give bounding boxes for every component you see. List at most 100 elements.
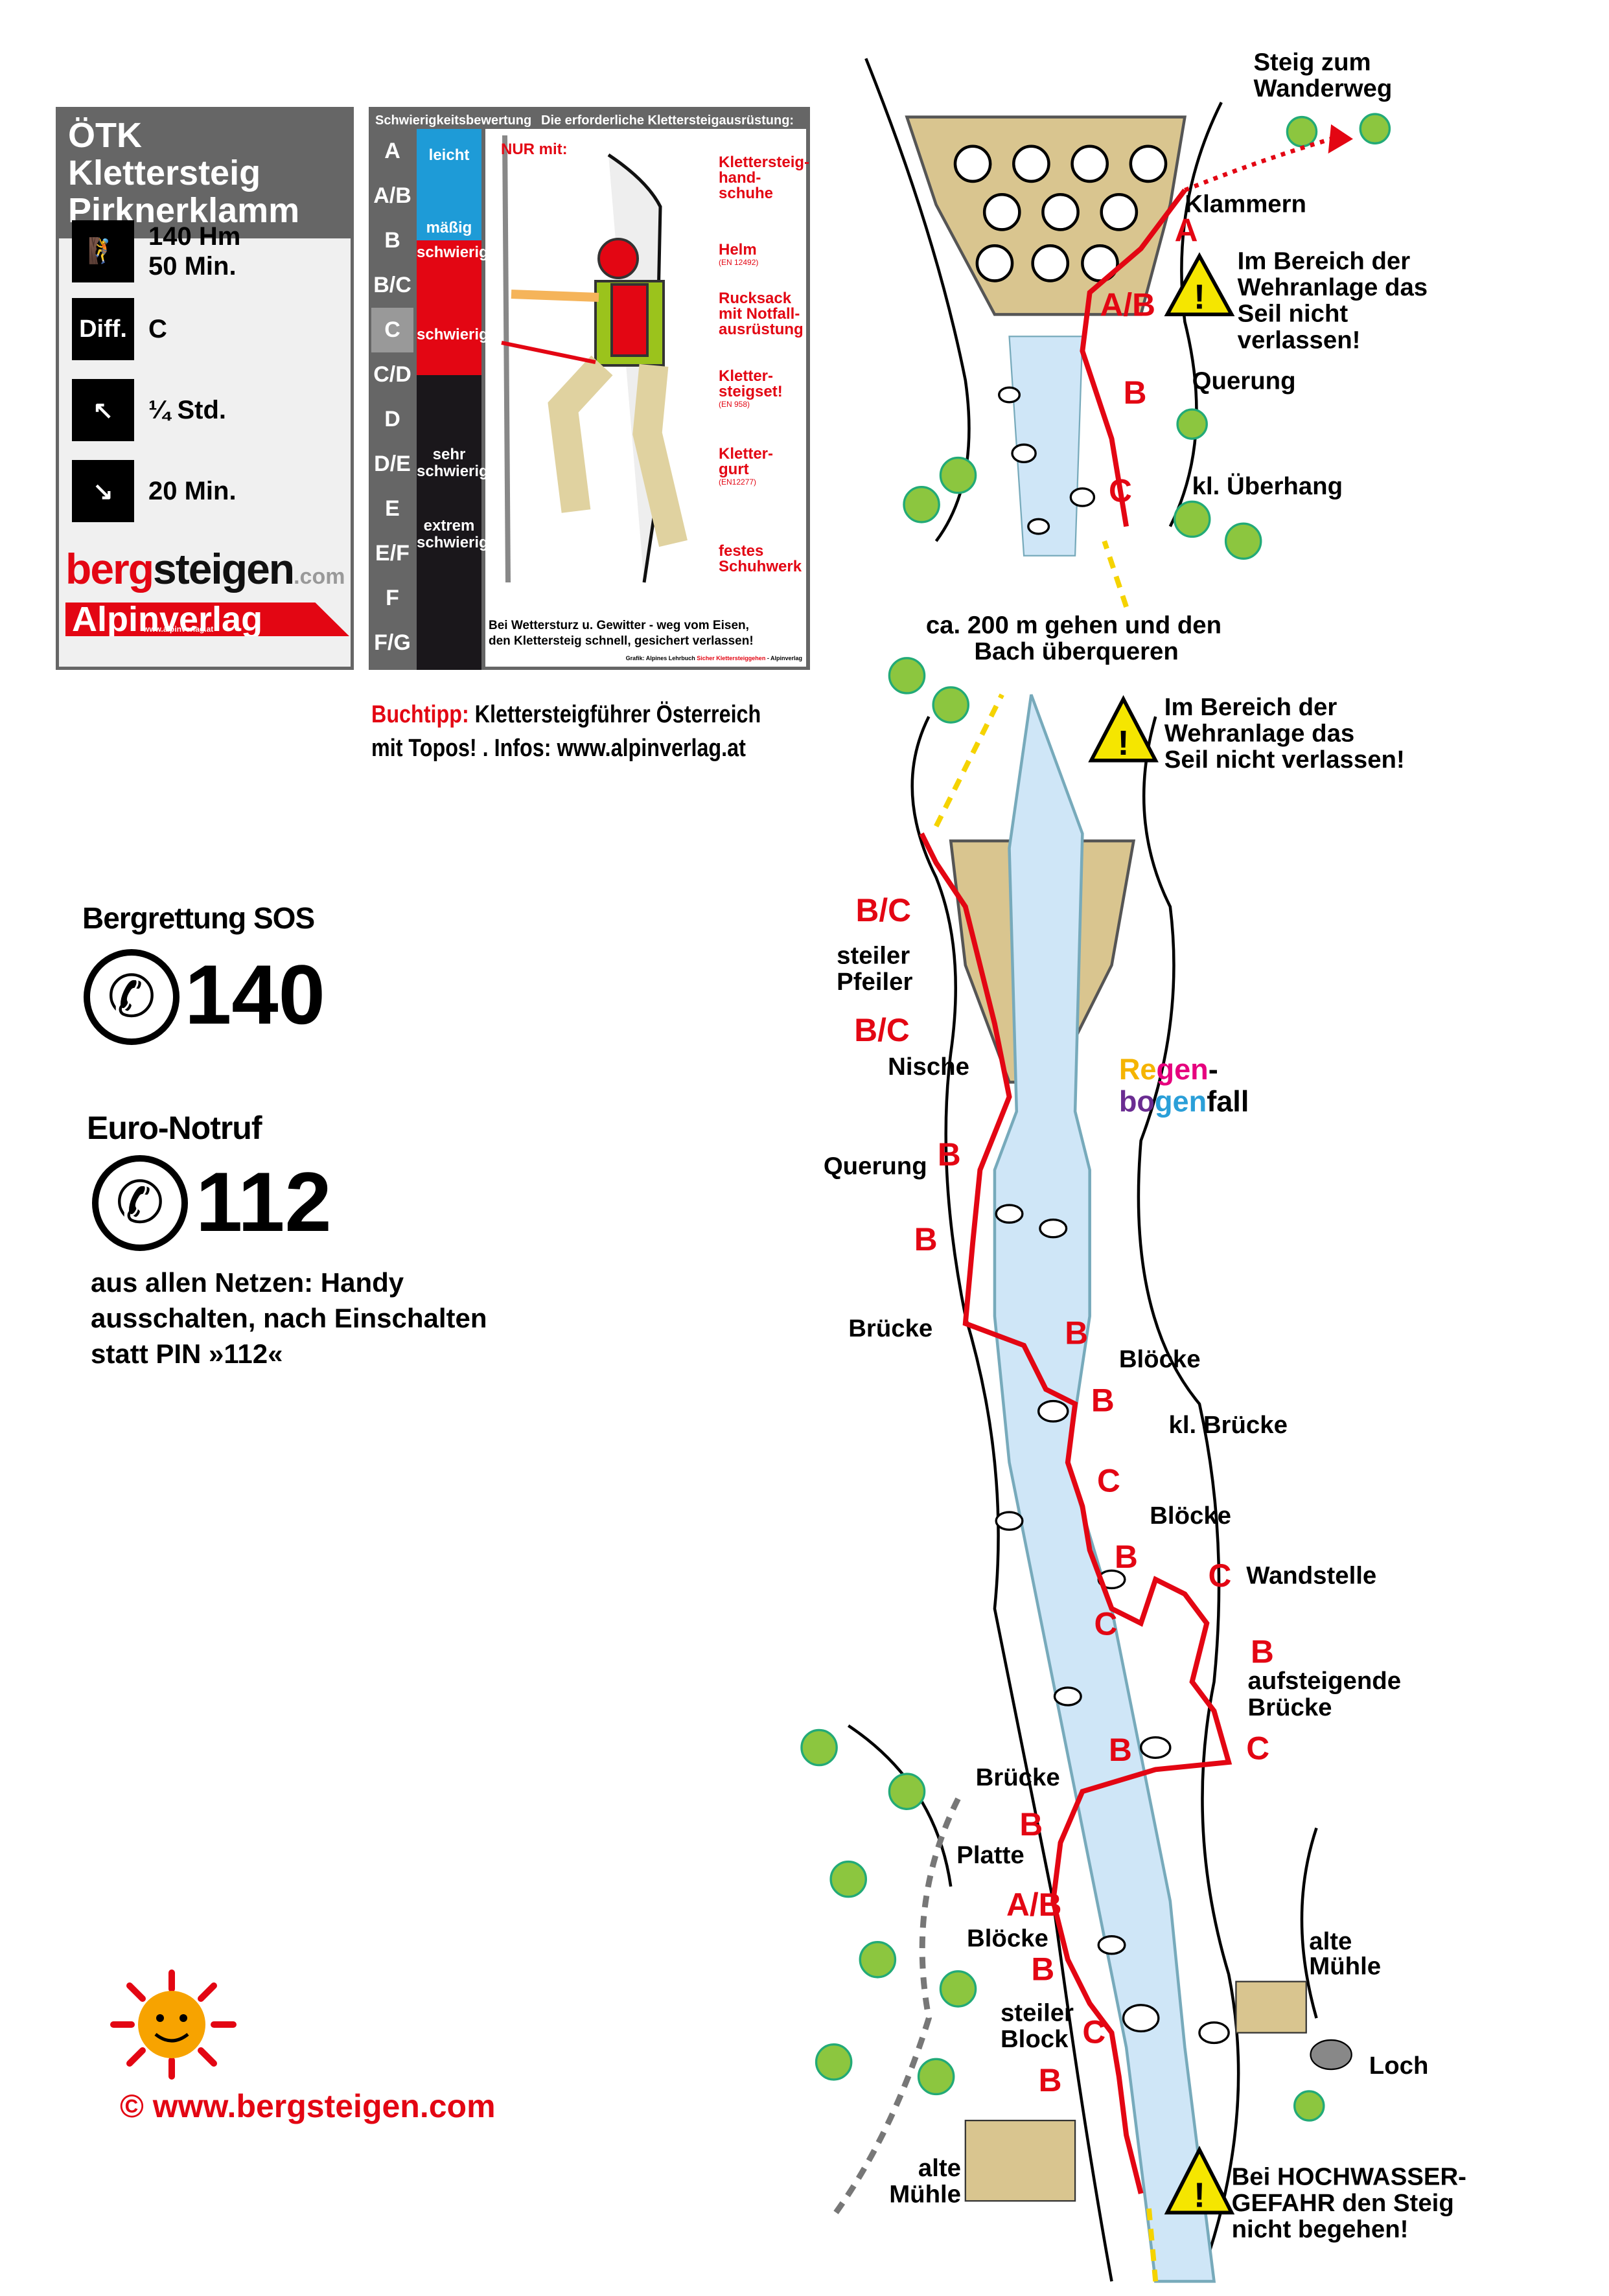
label-part: fall <box>1207 1085 1249 1118</box>
label-part: bo <box>1119 1085 1155 1118</box>
grade-a-b: A/B <box>373 183 411 208</box>
note-line: aus allen Netzen: Handy <box>91 1267 404 1298</box>
equipment-item: Rucksack mit Notfall-ausrüstung <box>719 290 804 338</box>
grade-marker: B <box>1065 1314 1088 1351</box>
band-label: sehr <box>432 446 466 463</box>
grade-marker: B <box>914 1221 938 1257</box>
storm-warning: Bei Wettersturz u. Gewitter - weg vom Ei… <box>489 619 749 632</box>
climber-icon: 🧗 <box>72 220 134 282</box>
equipment-item: Klettersteig-hand-schuhe <box>719 155 809 201</box>
approach-path <box>934 540 1159 2282</box>
map-label: Brücke <box>976 1763 1060 1791</box>
label-part: gen <box>1157 1053 1209 1086</box>
storm-warning: den Klettersteig schnell, gesichert verl… <box>489 634 754 648</box>
info-row-ascent: ↖ ¼ Std. <box>72 379 226 441</box>
route-upper <box>1080 189 1187 527</box>
svg-text:bogenfall: bogenfall <box>1119 1085 1249 1118</box>
band-label: mäßig <box>426 219 472 236</box>
map-label: Platte <box>956 1841 1024 1869</box>
grade-c-d: C/D <box>373 362 411 387</box>
climber-illustration <box>501 135 688 583</box>
grade-marker: C <box>1246 1730 1269 1767</box>
equipment-name: Helm <box>719 241 757 258</box>
trees <box>800 113 1391 2122</box>
map-label: Brücke <box>848 1314 932 1342</box>
map-label: aufsteigende <box>1247 1667 1401 1695</box>
band-label: schwierig <box>417 463 489 480</box>
grade-c: C <box>371 308 413 352</box>
ascent-hiker-icon: ↖ <box>72 379 134 441</box>
grade-marker: C <box>1209 1557 1232 1594</box>
map-label: Wehranlage das <box>1238 273 1428 301</box>
equipment-item: Kletter-steigset!(EN 958) <box>719 369 803 409</box>
map-label: Querung <box>1192 367 1296 395</box>
altitude-gain: 140 Hm <box>148 222 241 251</box>
map-label: kl. Brücke <box>1169 1411 1288 1439</box>
equipment-item: Kletter-gurt(EN12277) <box>719 446 803 487</box>
grade-marker: B <box>1251 1634 1274 1670</box>
map-label: Klammern <box>1185 190 1306 218</box>
label-part: gen <box>1155 1085 1207 1118</box>
map-label: steiler <box>837 942 910 970</box>
grade-header: Schwierigkeitsbewertung <box>375 113 532 128</box>
only-with-label: NUR mit: <box>501 141 568 158</box>
logo-part: berg <box>65 545 154 593</box>
map-label: Seil nicht verlassen! <box>1164 746 1405 774</box>
grade-marker: B <box>938 1136 961 1173</box>
equipment-name: Rucksack mit Notfall-ausrüstung <box>719 290 804 338</box>
band-easy <box>417 129 481 240</box>
approach-time: ¼ Std. <box>148 396 227 424</box>
rainbow-fall-label: Regen- bogenfall <box>1119 1053 1249 1118</box>
equipment-item: Helm(EN 12492) <box>719 241 803 268</box>
exit-arrow-icon <box>1328 124 1353 154</box>
map-label: Wandstelle <box>1246 1562 1376 1590</box>
svg-text:!: ! <box>1194 2175 1205 2214</box>
grade-marker: C <box>1109 472 1132 509</box>
grade-d-e: D/E <box>374 452 411 476</box>
descent-time: 20 Min. <box>148 477 237 505</box>
grade-f-g: F/G <box>374 630 411 655</box>
map-label: Wanderweg <box>1253 75 1392 102</box>
map-label: Im Bereich der <box>1238 247 1411 275</box>
equipment-norm: (EN12277) <box>719 477 757 487</box>
grade-f: F <box>386 586 399 610</box>
map-label: Seil nicht <box>1238 300 1349 328</box>
stream <box>993 694 1216 2283</box>
boulders <box>995 386 1230 2045</box>
title-line: ÖTK Klettersteig <box>68 116 261 192</box>
upper-stream <box>1008 336 1083 557</box>
logo-part: steigen <box>153 545 295 593</box>
grade-marker: B <box>1031 1951 1054 1987</box>
euro-emergency-label: Euro-Notruf <box>87 1110 262 1146</box>
grade-marker: B <box>1109 1732 1132 1768</box>
map-label: Blöcke <box>967 1924 1048 1952</box>
difficulty-icon: Diff. <box>72 298 134 360</box>
mountain-rescue-number[interactable]: 140 <box>185 947 325 1042</box>
book-tip-text: Klettersteigführer Österreich <box>469 701 761 728</box>
band-label: schwierig <box>417 244 489 261</box>
website-link[interactable]: © www.bergsteigen.com <box>120 2088 496 2124</box>
label-part: - <box>1209 1053 1218 1086</box>
access-path <box>831 1797 961 2218</box>
map-label: ca. 200 m gehen und den <box>926 611 1221 639</box>
grade-marker: B <box>1039 2062 1062 2098</box>
map-label: kl. Überhang <box>1192 472 1343 500</box>
grade-e: E <box>385 496 400 521</box>
map-label: Brücke <box>1247 1693 1332 1721</box>
map-label: Block <box>1001 2025 1069 2053</box>
grade-d: D <box>384 407 400 431</box>
mill-left-icon <box>964 2119 1076 2202</box>
grade-marker: B/C <box>854 1012 910 1048</box>
band-label: extrem <box>423 517 475 534</box>
grade-b-c: B/C <box>373 273 411 297</box>
chart-credit: Grafik: Alpines Lehrbuch Sicher Kletters… <box>626 655 802 661</box>
logo-url: www.alpinverlag.at <box>143 625 214 634</box>
euro-emergency-number[interactable]: 112 <box>196 1154 332 1249</box>
map-label: GEFAHR den Steig <box>1232 2189 1454 2217</box>
map-label: Wehranlage das <box>1164 719 1354 747</box>
difficulty-equipment-chart: Schwierigkeitsbewertung Die erforderlich… <box>369 107 810 670</box>
